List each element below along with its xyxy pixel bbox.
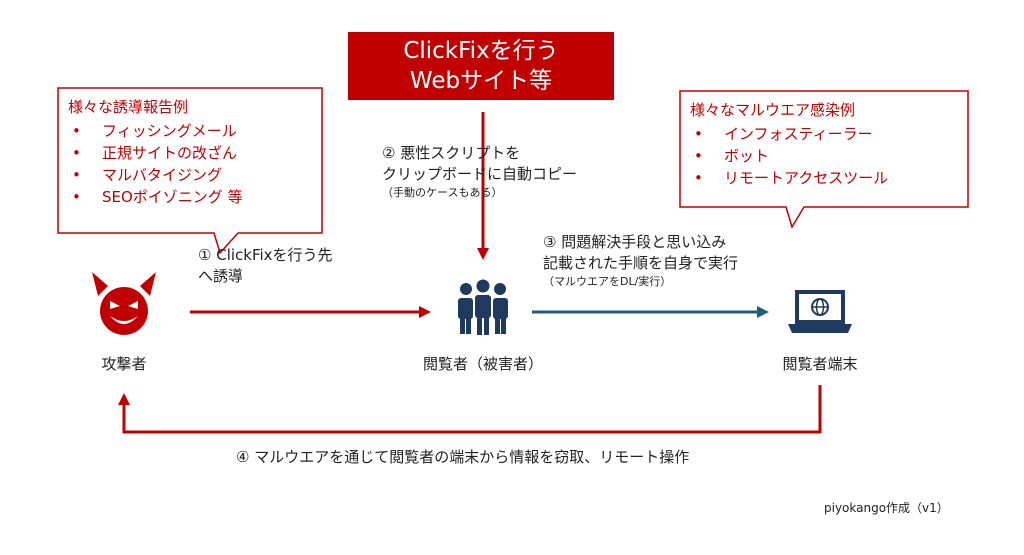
author-credit: piyokango作成（v1） xyxy=(824,501,949,515)
step1-line2: へ誘導 xyxy=(198,267,244,285)
step3-line2: 記載された手順を自身で実行 xyxy=(543,254,739,272)
step2-line2: クリップボードに自動コピー xyxy=(382,165,578,183)
lure-item: フィッシングメール xyxy=(68,120,318,142)
step3-note: （マルウエアをDL/実行） xyxy=(543,275,672,288)
clickfix-site-banner: ClickFixを行う Webサイト等 xyxy=(348,32,614,100)
step2-label: ② 悪性スクリプトを クリップボードに自動コピー （手動のケースもある） xyxy=(382,143,642,200)
malware-item: ボット xyxy=(690,145,965,167)
victim-label: 閲覧者（被害者） xyxy=(422,355,543,373)
malware-item: インフォスティーラー xyxy=(690,123,965,145)
step4-label: ④ マルウエアを通じて閲覧者の端末から情報を窃取、リモート操作 xyxy=(236,448,690,466)
malware-examples-title: 様々なマルウエア感染例 xyxy=(690,101,856,119)
step3-line1: ③ 問題解決手段と思い込み xyxy=(543,233,727,251)
step1-label: ① ClickFixを行う先 へ誘導 xyxy=(198,245,418,287)
malware-item: リモートアクセスツール xyxy=(690,167,965,189)
lure-item: 正規サイトの改ざん xyxy=(68,142,318,164)
banner-line2: Webサイト等 xyxy=(409,68,553,94)
step3-label: ③ 問題解決手段と思い込み 記載された手順を自身で実行 （マルウエアをDL/実行… xyxy=(543,232,803,289)
device-label: 閲覧者端末 xyxy=(782,355,858,373)
device-to-attacker-arrow xyxy=(118,385,822,434)
attacker-label: 攻撃者 xyxy=(101,355,147,373)
group-of-people-icon xyxy=(458,279,508,335)
lure-examples-title: 様々な誘導報告例 xyxy=(68,98,189,116)
lure-examples: 様々な誘導報告例 フィッシングメール 正規サイトの改ざん マルバタイジング SE… xyxy=(68,96,318,208)
malware-examples: 様々なマルウエア感染例 インフォスティーラー ボット リモートアクセスツール xyxy=(690,99,965,189)
step1-line1: ① ClickFixを行う先 xyxy=(198,246,333,264)
laptop-globe-icon xyxy=(788,290,852,333)
step2-note: （手動のケースもある） xyxy=(382,186,503,199)
lure-item: マルバタイジング xyxy=(68,164,318,186)
devil-face-icon xyxy=(92,272,156,335)
step2-line1: ② 悪性スクリプトを xyxy=(382,144,521,162)
lure-item: SEOポイゾニング 等 xyxy=(68,186,318,208)
banner-line1: ClickFixを行う xyxy=(403,38,559,64)
